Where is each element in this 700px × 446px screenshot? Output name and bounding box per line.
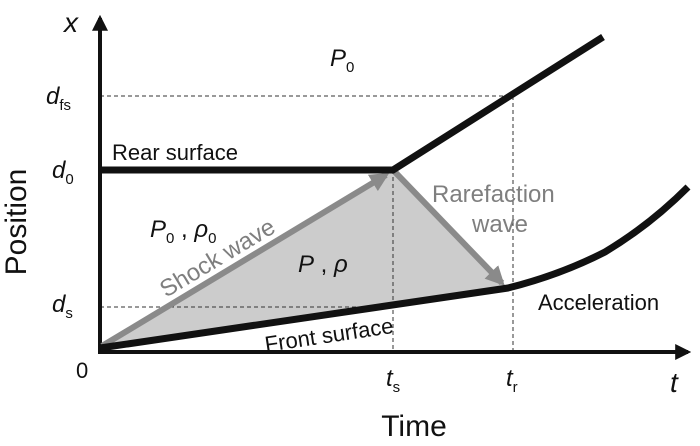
rear-surface-line bbox=[100, 34, 605, 174]
y-axis-letter: x bbox=[62, 7, 79, 38]
shocked-state-label: P , ρ bbox=[298, 251, 348, 278]
rarefaction-label-line2: wave bbox=[471, 211, 528, 238]
unshocked-state-label: P0 , ρ0 bbox=[150, 216, 216, 247]
tr-tick-label: tr bbox=[506, 365, 518, 396]
shock-wave-arrow bbox=[100, 172, 390, 349]
front-surface-line bbox=[99, 184, 691, 352]
x-axis-letter: t bbox=[670, 367, 679, 398]
rarefaction-label-line1: Rarefaction bbox=[432, 181, 555, 208]
compressed-region bbox=[100, 170, 508, 348]
d0-tick-label: d0 bbox=[52, 157, 74, 188]
ts-tick-label: ts bbox=[386, 365, 400, 396]
ds-tick-label: ds bbox=[52, 291, 73, 322]
rarefaction-wave-arrow bbox=[392, 169, 505, 286]
x-axis-title: Time bbox=[381, 410, 447, 443]
rear-surface-label: Rear surface bbox=[112, 140, 238, 165]
y-axis-title: Position bbox=[0, 169, 33, 276]
dfs-tick-label: dfs bbox=[46, 83, 71, 114]
ambient-pressure-label: P0 bbox=[330, 45, 354, 76]
origin-label: 0 bbox=[76, 358, 88, 383]
acceleration-label: Acceleration bbox=[538, 290, 659, 315]
